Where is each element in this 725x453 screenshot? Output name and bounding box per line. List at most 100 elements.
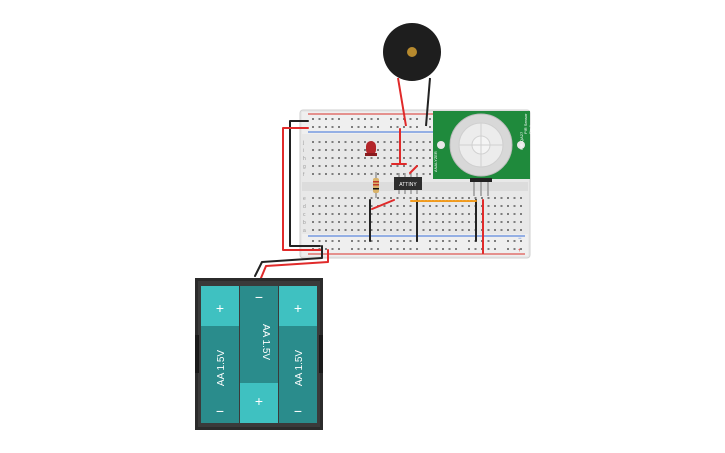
- breadboard-hole: [338, 197, 340, 199]
- wire-diagonal-red[interactable]: [371, 199, 395, 210]
- breadboard-hole: [494, 197, 496, 199]
- breadboard-hole: [474, 248, 477, 250]
- breadboard-hole: [507, 221, 509, 223]
- wire-battery-positive[interactable]: [260, 249, 329, 279]
- breadboard-hole: [390, 149, 392, 151]
- breadboard-hole: [370, 248, 373, 250]
- breadboard-hole: [351, 173, 353, 175]
- breadboard-hole: [409, 141, 412, 143]
- breadboard-hole: [409, 157, 412, 159]
- breadboard-hole: [390, 165, 392, 167]
- breadboard-hole: [461, 229, 464, 231]
- breadboard-hole: [448, 229, 451, 231]
- breadboard-hole: [520, 213, 522, 215]
- breadboard-hole: [494, 221, 496, 223]
- breadboard-hole: [325, 205, 327, 207]
- buzzer-black-lead: [425, 77, 431, 127]
- breadboard-hole: [494, 213, 496, 215]
- breadboard-hole: [390, 197, 392, 199]
- breadboard-hole: [331, 149, 334, 151]
- breadboard-hole: [461, 221, 464, 223]
- breadboard-hole: [364, 141, 366, 143]
- breadboard-hole: [338, 229, 340, 231]
- breadboard-hole: [377, 197, 379, 199]
- breadboard-hole: [370, 197, 373, 199]
- pir-sensor[interactable]: ANALYZER PIR-QA27 PIR Sensor Pin 1: [433, 111, 533, 196]
- battery-pack[interactable]: + − AA 1.5V − + AA 1.5V + − AA 1.5V: [195, 278, 323, 430]
- breadboard-hole: [435, 197, 438, 199]
- breadboard-hole: [507, 213, 509, 215]
- breadboard-hole: [507, 229, 509, 231]
- breadboard-hole: [357, 126, 360, 128]
- breadboard-hole: [338, 173, 340, 175]
- cell-2-top-sign: −: [255, 289, 263, 305]
- breadboard-hole: [396, 229, 399, 231]
- breadboard-hole: [396, 157, 399, 159]
- wire-battery-negative[interactable]: [254, 245, 323, 277]
- breadboard-hole: [468, 197, 470, 199]
- breadboard-hole: [396, 149, 399, 151]
- breadboard-hole: [338, 205, 340, 207]
- breadboard-hole: [396, 197, 399, 199]
- pir-model-text: PIR-QA27: [519, 131, 524, 150]
- wire-short-red[interactable]: [409, 165, 418, 174]
- breadboard-hole: [448, 213, 451, 215]
- breadboard-hole: [500, 205, 503, 207]
- breadboard-hole: [344, 229, 347, 231]
- wire-vcc-left-rail[interactable]: [282, 127, 323, 251]
- breadboard-hole: [351, 126, 353, 128]
- breadboard-hole: [338, 240, 340, 242]
- breadboard-hole: [351, 118, 353, 120]
- breadboard-hole: [312, 149, 314, 151]
- breadboard-hole: [377, 126, 379, 128]
- breadboard-hole: [468, 248, 470, 250]
- breadboard-hole: [357, 197, 360, 199]
- breadboard-hole: [331, 165, 334, 167]
- breadboard-hole: [357, 141, 360, 143]
- breadboard-hole: [390, 141, 392, 143]
- breadboard-hole: [455, 221, 457, 223]
- breadboard-hole: [383, 205, 386, 207]
- attiny-chip[interactable]: ATTINY: [394, 173, 422, 194]
- resistor-icon[interactable]: [373, 172, 379, 198]
- breadboard-hole: [370, 118, 373, 120]
- breadboard-hole: [520, 248, 522, 250]
- breadboard-hole: [487, 197, 490, 199]
- breadboard-hole: [500, 197, 503, 199]
- breadboard-hole: [370, 221, 373, 223]
- breadboard-hole: [403, 165, 405, 167]
- breadboard-hole: [338, 118, 340, 120]
- breadboard-hole: [513, 213, 516, 215]
- piezo-buzzer-icon[interactable]: [383, 23, 441, 81]
- breadboard-hole: [487, 240, 490, 242]
- rail-minus-label: −: [518, 236, 522, 242]
- breadboard-hole: [364, 229, 366, 231]
- breadboard-hole: [357, 248, 360, 250]
- buzzer-red-lead: [397, 77, 407, 127]
- breadboard-hole: [403, 173, 405, 175]
- breadboard-hole: [513, 240, 516, 242]
- breadboard-hole: [455, 240, 457, 242]
- breadboard-hole: [338, 141, 340, 143]
- row-letter-c: c: [303, 212, 306, 218]
- wire-gnd-left-rail[interactable]: [289, 120, 321, 247]
- breadboard-hole: [396, 248, 399, 250]
- breadboard-hole: [318, 118, 321, 120]
- cell-1-bottom-sign: −: [216, 403, 224, 419]
- breadboard-hole: [494, 240, 496, 242]
- breadboard-hole: [429, 173, 431, 175]
- battery-cell-1: + − AA 1.5V: [201, 286, 239, 423]
- breadboard-hole: [338, 248, 340, 250]
- row-letter-f: f: [303, 172, 305, 178]
- breadboard-hole: [461, 205, 464, 207]
- breadboard-hole: [390, 118, 392, 120]
- breadboard-hole: [442, 240, 444, 242]
- breadboard-hole: [448, 221, 451, 223]
- breadboard-hole: [318, 173, 321, 175]
- breadboard-hole: [344, 197, 347, 199]
- breadboard-hole: [312, 126, 314, 128]
- breadboard-hole: [377, 240, 379, 242]
- led-icon[interactable]: [365, 141, 377, 156]
- breadboard-hole: [468, 205, 470, 207]
